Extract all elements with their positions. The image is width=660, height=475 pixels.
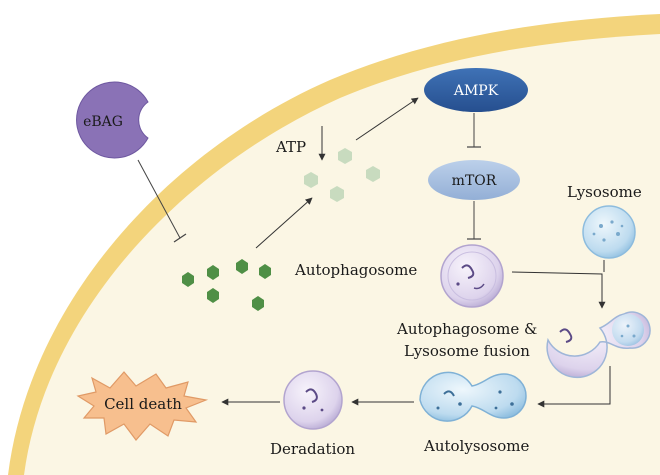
autolysosome-vesicle [419, 371, 527, 422]
lysosome-label: Lysosome [567, 183, 642, 201]
ampk-label: AMPK [453, 83, 499, 99]
degradation-label: Deradation [270, 440, 355, 458]
arrow-fusion-to-autolysosome [537, 366, 611, 408]
fusion-label-line1: Autophagosome & [396, 320, 537, 338]
cell-death-label: Cell death [104, 395, 182, 413]
ampk-node: AMPK [424, 68, 528, 112]
ebag-molecule: eBAG [76, 81, 149, 159]
arrow-autophagosome-to-fusion [511, 271, 606, 309]
atp-hexagon-cluster [304, 148, 380, 202]
arrow-atp-to-ampk [355, 97, 419, 141]
cell-death-burst: Cell death [76, 371, 209, 441]
lysosome-vesicle [582, 205, 636, 259]
mtor-node: mTOR [428, 160, 520, 200]
mtor-label: mTOR [452, 173, 497, 189]
autophagosome-label: Autophagosome [294, 261, 417, 279]
ebag-inhibition-line [137, 159, 181, 239]
autophagosome-hexagon-cluster [182, 259, 271, 311]
fusion-label-line2: Lysosome fusion [404, 342, 530, 360]
ebag-label: eBAG [83, 114, 123, 130]
atp-label: ATP [275, 138, 306, 156]
cytoplasm [24, 34, 660, 475]
autophagosome-vesicle [440, 244, 504, 308]
autolysosome-label: Autolysosome [423, 437, 530, 455]
arrow-hexagons-to-atp [255, 197, 313, 249]
degradation-vesicle [283, 370, 343, 430]
ebag-inhibition-bar [173, 233, 187, 243]
fusion-vesicle [546, 311, 651, 379]
